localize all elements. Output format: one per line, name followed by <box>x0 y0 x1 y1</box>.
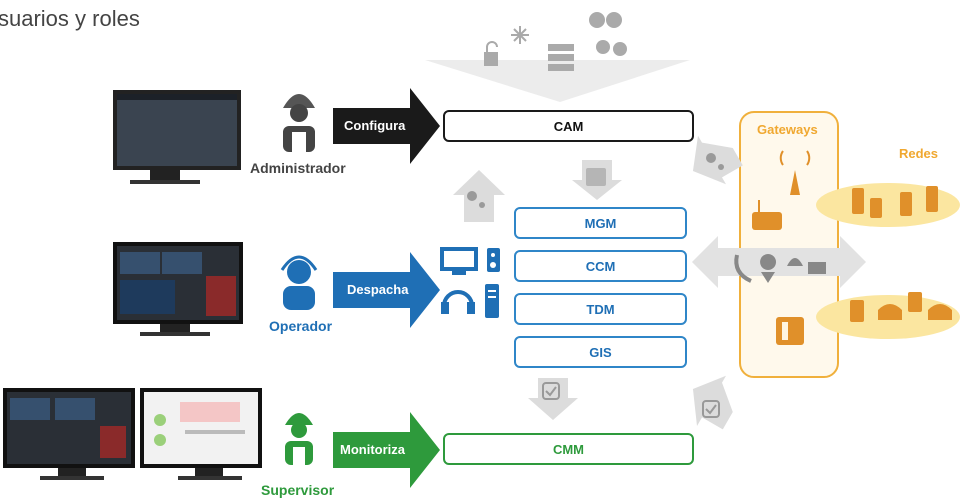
gateways-label: Gateways <box>757 122 818 137</box>
stack-gateway-double-arrow <box>692 236 866 288</box>
despacha-arrow-shape <box>333 252 440 328</box>
monitoriza-arrow-shape <box>333 412 440 488</box>
gateways-panel <box>739 111 839 378</box>
radio-tower-icon <box>779 150 811 195</box>
supervisor-monitor-left <box>3 388 135 480</box>
location-pin-icon <box>760 254 777 283</box>
module-box-tdm: TDM <box>514 293 687 325</box>
supervisor-label: Supervisor <box>261 482 335 498</box>
radio-base-station-icon <box>752 200 782 230</box>
operator-person-icon <box>280 255 318 310</box>
cmm-box: CMM <box>443 433 694 465</box>
monitoriza-label: Monitoriza <box>340 442 405 457</box>
despacha-label: Despacha <box>347 282 409 297</box>
gateway-to-cam-arrow <box>692 135 743 185</box>
pc-tower-icon <box>485 284 499 318</box>
lock-icon <box>484 41 498 66</box>
module-box-mgm: MGM <box>514 207 687 239</box>
supervisor-person-icon <box>285 413 313 465</box>
users-group-icon <box>589 12 627 56</box>
gear-icon-right <box>706 153 724 170</box>
operator-label: Operador <box>269 318 333 334</box>
headset-icon <box>441 290 475 314</box>
operator-monitor <box>113 242 243 336</box>
desk-phone-icon <box>776 317 804 345</box>
supervisor-monitor-right <box>140 388 262 480</box>
bell-icon <box>787 258 803 266</box>
configura-label: Configura <box>344 118 406 133</box>
check-icon-right <box>702 400 720 418</box>
mail-icon <box>808 262 826 274</box>
cam-box: CAM <box>443 110 694 142</box>
network-ellipse-top <box>816 183 960 227</box>
page-title: suarios y roles <box>0 6 140 31</box>
radio-handheld-icons <box>852 186 938 218</box>
stack-to-cam-arrow <box>453 170 505 222</box>
configura-arrow-shape <box>333 88 440 164</box>
administrator-label: Administrador <box>250 160 346 176</box>
check-icon-left <box>542 382 560 400</box>
server-rack-icon <box>548 44 574 71</box>
gear-icon-up <box>467 191 485 208</box>
module-box-gis: GIS <box>514 336 687 368</box>
asterisk-icon <box>511 26 529 44</box>
administrator-person-icon <box>283 94 315 152</box>
speaker-icon <box>487 248 500 272</box>
top-config-arrow <box>425 60 690 102</box>
networks-label: Redes <box>899 146 939 161</box>
phone-handset-icon <box>734 254 752 283</box>
puzzle-icon <box>586 168 606 186</box>
desktop-monitor-icon <box>440 247 478 275</box>
module-box-ccm: CCM <box>514 250 687 282</box>
telephone-icons <box>850 292 952 322</box>
admin-monitor <box>113 90 241 184</box>
